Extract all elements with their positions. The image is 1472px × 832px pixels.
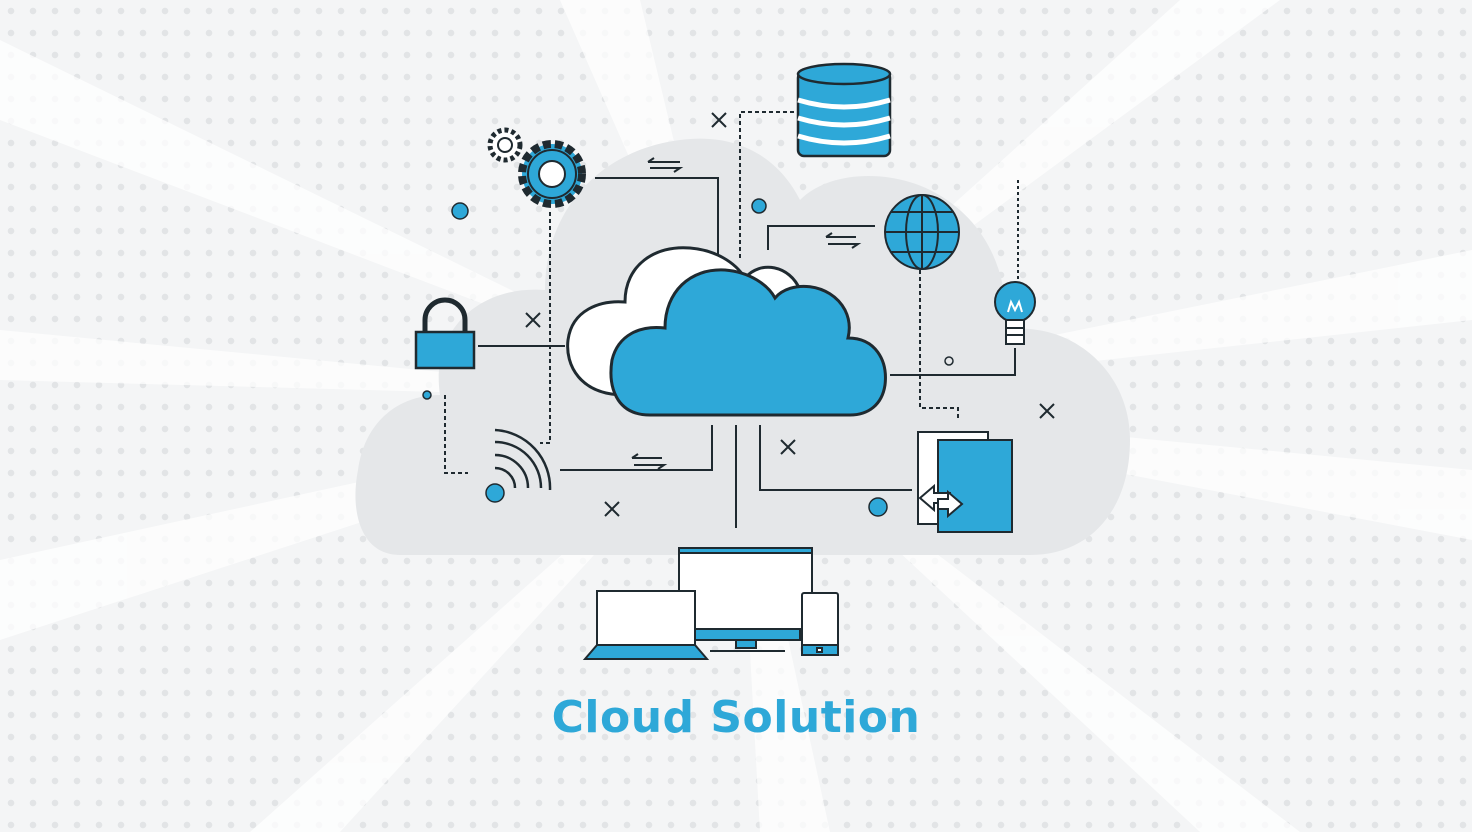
- double-arrow-icon: [825, 232, 862, 249]
- gear-icon: [487, 127, 586, 208]
- decorative-dot: [944, 356, 954, 366]
- x-mark-icon: [780, 439, 796, 455]
- x-mark-icon: [604, 501, 620, 517]
- cloud-icon: [566, 246, 887, 417]
- globe-icon: [884, 194, 960, 270]
- laptop-icon: [582, 590, 710, 660]
- monitor-icon: [678, 547, 813, 652]
- smartphone-icon: [801, 592, 839, 656]
- double-arrow-icon: [647, 157, 684, 173]
- lightbulb-icon: [994, 281, 1036, 345]
- x-mark-icon: [1039, 403, 1055, 419]
- document-transfer-icon: [917, 431, 1013, 533]
- database-icon: [796, 62, 892, 158]
- wifi-icon: [494, 428, 552, 491]
- page-title: Cloud Solution: [551, 692, 921, 743]
- padlock-icon: [414, 297, 476, 370]
- double-arrow-icon: [631, 453, 668, 470]
- x-mark-icon: [711, 112, 727, 128]
- x-mark-icon: [525, 312, 541, 328]
- decorative-dots: [422, 198, 888, 517]
- connector-lines: [444, 111, 1055, 528]
